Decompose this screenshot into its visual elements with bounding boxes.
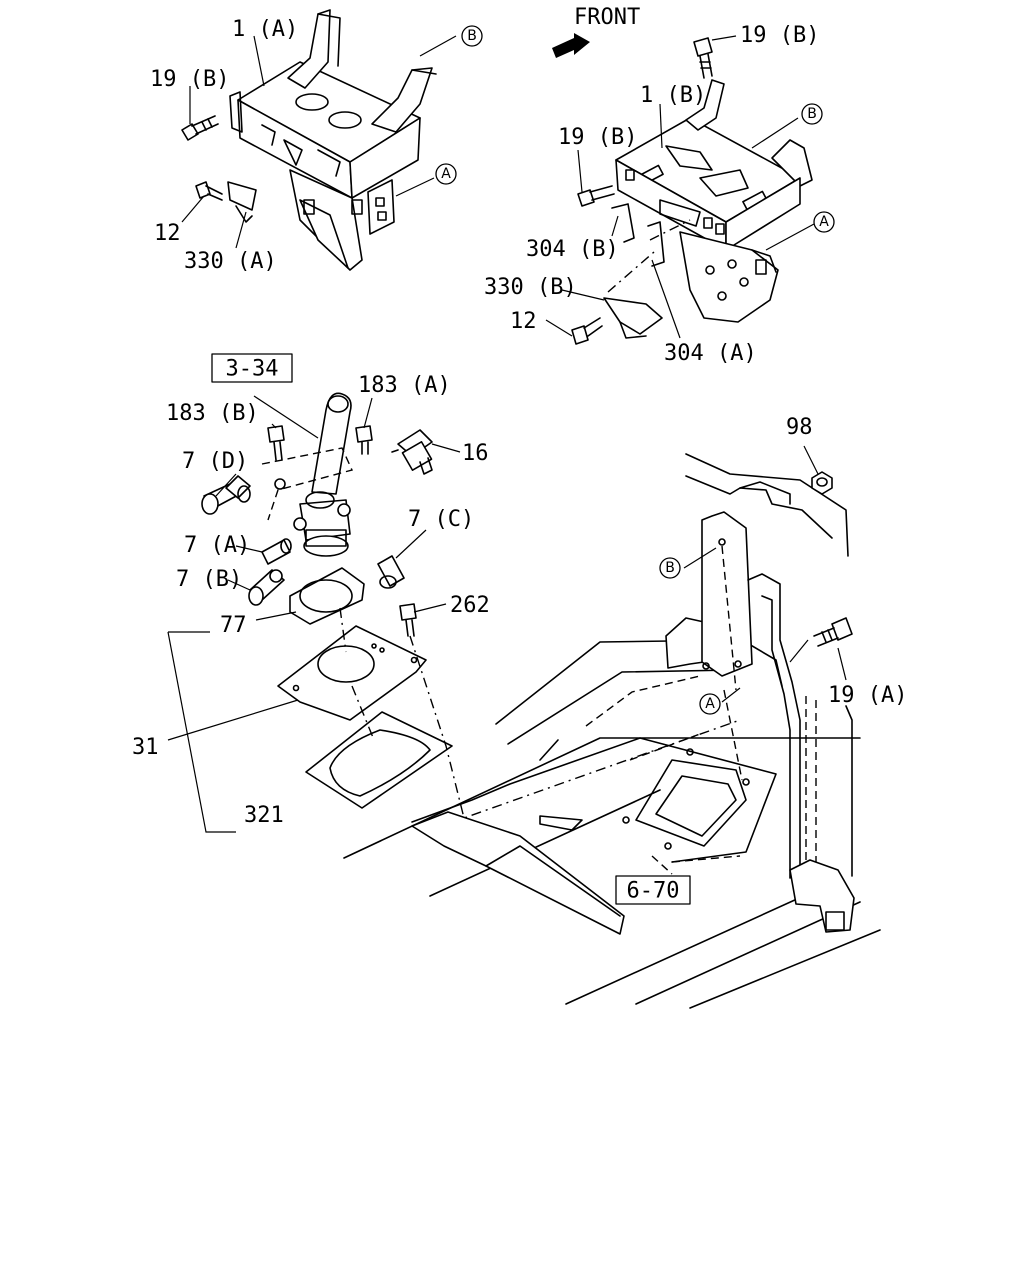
callout-330a: 330 (A) <box>184 249 277 274</box>
bolt-12-left <box>195 181 223 201</box>
bolt-19b-left <box>181 115 219 141</box>
circle-ref-b-frame: B <box>659 557 681 579</box>
circle-ref-b-top-left: B <box>461 25 483 47</box>
bolt-19a <box>813 617 853 647</box>
callout-12-right: 12 <box>510 309 537 334</box>
gasket-321 <box>305 711 453 809</box>
leader-lines <box>167 35 847 741</box>
callout-19b-left: 19 (B) <box>150 67 229 92</box>
callout-19a: 19 (A) <box>828 683 907 708</box>
svg-text:A: A <box>819 214 829 230</box>
floor-frame <box>343 453 881 1009</box>
fitting-7c <box>377 555 405 589</box>
bolt-19b-top <box>693 37 713 79</box>
callout-7b: 7 (B) <box>176 567 242 592</box>
circle-ref-a-top-left: A <box>435 163 457 185</box>
bracket-assembly-left <box>229 9 437 271</box>
callout-19b-top: 19 (B) <box>740 23 819 48</box>
bolt-12-right <box>571 317 603 345</box>
fitting-7d <box>201 475 251 515</box>
svg-text:A: A <box>441 166 451 182</box>
boxed-ref-6-70: 6-70 <box>615 875 691 905</box>
svg-text:B: B <box>665 560 675 576</box>
nut-98 <box>811 471 833 495</box>
callout-183a: 183 (A) <box>358 373 451 398</box>
svg-text:B: B <box>467 28 477 44</box>
callout-7d: 7 (D) <box>182 449 248 474</box>
callout-98: 98 <box>786 415 813 440</box>
callout-1a: 1 (A) <box>232 17 298 42</box>
callout-31: 31 <box>132 735 159 760</box>
bracket-assembly-right <box>611 79 813 323</box>
callout-1b: 1 (B) <box>640 83 706 108</box>
svg-text:A: A <box>705 696 715 712</box>
circle-ref-a-top-right: A <box>813 211 835 233</box>
bolt-183a <box>355 425 373 455</box>
callout-7c: 7 (C) <box>408 507 474 532</box>
boxed-ref-3-34: 3-34 <box>211 353 293 383</box>
front-label: FRONT <box>574 5 640 30</box>
svg-text:B: B <box>807 106 817 122</box>
callout-77: 77 <box>220 613 247 638</box>
fitting-7a <box>261 538 292 565</box>
callout-183b: 183 (B) <box>166 401 259 426</box>
switch-16 <box>391 429 433 475</box>
gasket-77 <box>289 567 365 625</box>
callout-304b: 304 (B) <box>526 237 619 262</box>
callout-12-left: 12 <box>154 221 181 246</box>
callout-7a: 7 (A) <box>184 533 250 558</box>
front-arrow <box>552 33 590 58</box>
circle-ref-a-frame: A <box>699 693 721 715</box>
shift-lever-assembly <box>261 392 353 557</box>
clip-330a <box>227 181 257 223</box>
plate-31 <box>277 625 427 721</box>
callout-330b: 330 (B) <box>484 275 577 300</box>
svg-text:6-70: 6-70 <box>627 879 680 904</box>
clip-330b <box>603 297 663 339</box>
bolt-262 <box>399 603 417 637</box>
bolt-183b <box>267 425 285 461</box>
fitting-7b <box>248 569 285 606</box>
callout-16: 16 <box>462 441 489 466</box>
svg-text:3-34: 3-34 <box>226 357 279 382</box>
callout-262: 262 <box>450 593 490 618</box>
callout-321: 321 <box>244 803 284 828</box>
callout-304a: 304 (A) <box>664 341 757 366</box>
circle-ref-b-top-right: B <box>801 103 823 125</box>
bolt-19b-mid <box>577 185 615 207</box>
callout-19b-mid: 19 (B) <box>558 125 637 150</box>
